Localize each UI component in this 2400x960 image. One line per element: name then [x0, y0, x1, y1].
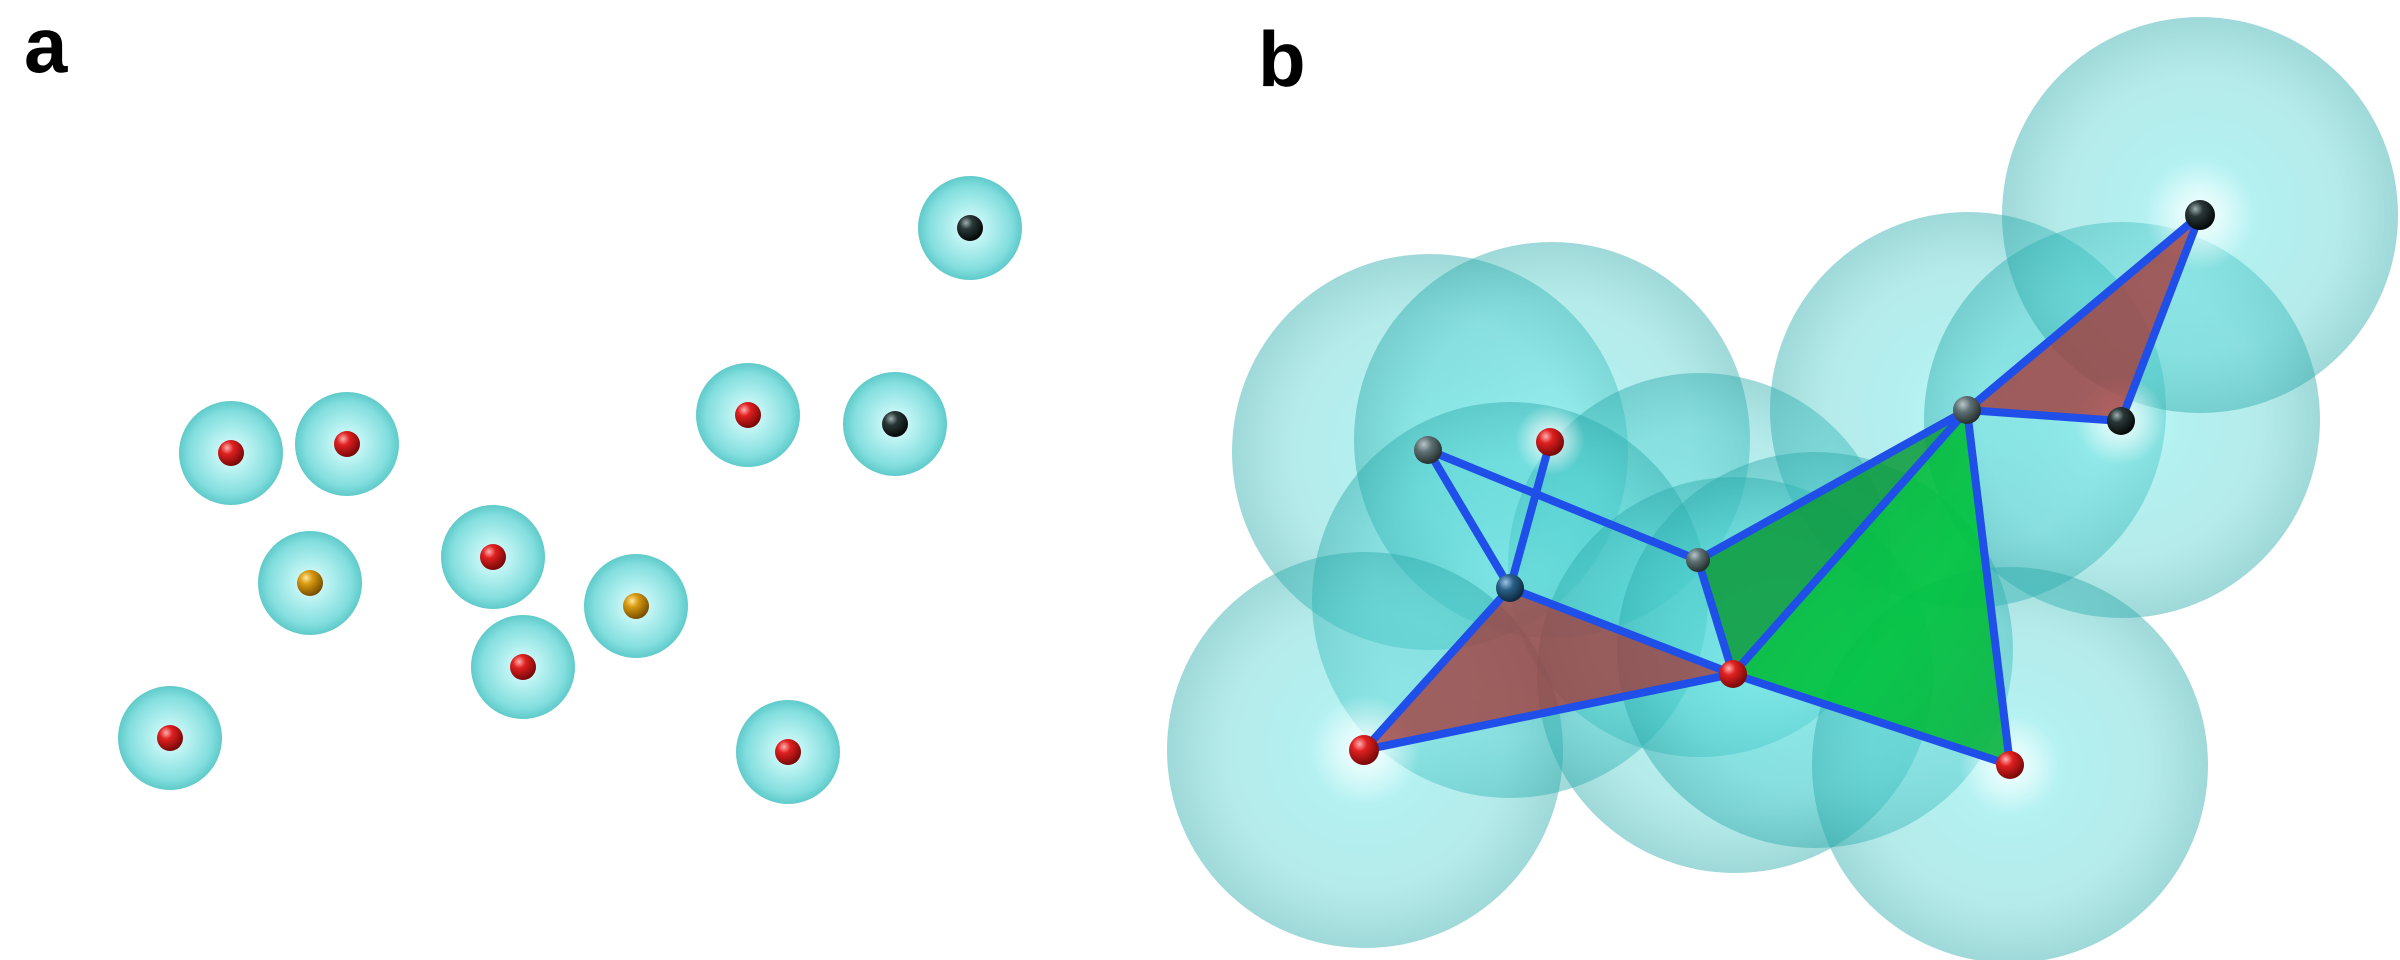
point-with-ball — [295, 392, 399, 496]
panel-a-label: a — [24, 1, 68, 89]
point-with-ball — [918, 176, 1022, 280]
point-sphere — [218, 440, 244, 466]
point-with-ball — [471, 615, 575, 719]
point-sphere — [510, 654, 536, 680]
point-sphere — [157, 725, 183, 751]
point-sphere — [480, 544, 506, 570]
simplex-edge — [1729, 670, 2014, 769]
simplex-edge — [1506, 438, 1554, 592]
point-sphere — [1953, 396, 1981, 424]
point-sphere — [1414, 436, 1442, 464]
simplex-edge — [1360, 584, 1514, 754]
simplex-face — [1698, 410, 1967, 674]
point-sphere — [623, 593, 649, 619]
simplex-edge — [1694, 556, 1737, 678]
point-sphere — [1686, 548, 1710, 572]
point-with-ball — [258, 531, 362, 635]
simplex-edge — [1424, 446, 1514, 592]
simplex-edge — [1360, 670, 1737, 754]
simplex-edge — [1729, 406, 1971, 678]
point-sphere — [775, 739, 801, 765]
tetrahedron — [1698, 410, 2010, 765]
simplex-triangle — [1364, 588, 1733, 750]
simplex-edge — [1424, 446, 1702, 564]
point-with-ball — [584, 554, 688, 658]
coverage-balls — [1167, 17, 2398, 960]
simplex-face — [1733, 410, 2010, 765]
simplex-edge — [2117, 211, 2204, 425]
point-with-ball — [179, 401, 283, 505]
point-sphere — [297, 570, 323, 596]
point-sphere — [2107, 407, 2135, 435]
panel-b-complex — [1167, 17, 2398, 960]
point-with-ball — [118, 686, 222, 790]
simplex-edge — [1963, 406, 2125, 425]
point-sphere — [882, 411, 908, 437]
point-with-ball — [696, 363, 800, 467]
panel-a-point-cloud — [118, 176, 1022, 804]
simplex-edge — [1963, 211, 2204, 414]
point-sphere — [1496, 574, 1524, 602]
point-with-ball — [441, 505, 545, 609]
point-with-ball — [843, 372, 947, 476]
point-sphere — [1349, 735, 1379, 765]
point-sphere — [2185, 200, 2215, 230]
point-sphere — [1719, 660, 1747, 688]
point-sphere — [957, 215, 983, 241]
simplex-edge — [1694, 406, 1971, 564]
point-sphere — [735, 402, 761, 428]
panel-b-label: b — [1258, 15, 1306, 103]
point-sphere — [1996, 751, 2024, 779]
point-with-ball — [736, 700, 840, 804]
simplex-edge — [1963, 406, 2014, 769]
edges — [1360, 211, 2204, 769]
point-sphere — [334, 431, 360, 457]
vertices — [1349, 200, 2215, 779]
simplex-edge — [1506, 584, 1737, 678]
point-sphere — [1536, 428, 1564, 456]
